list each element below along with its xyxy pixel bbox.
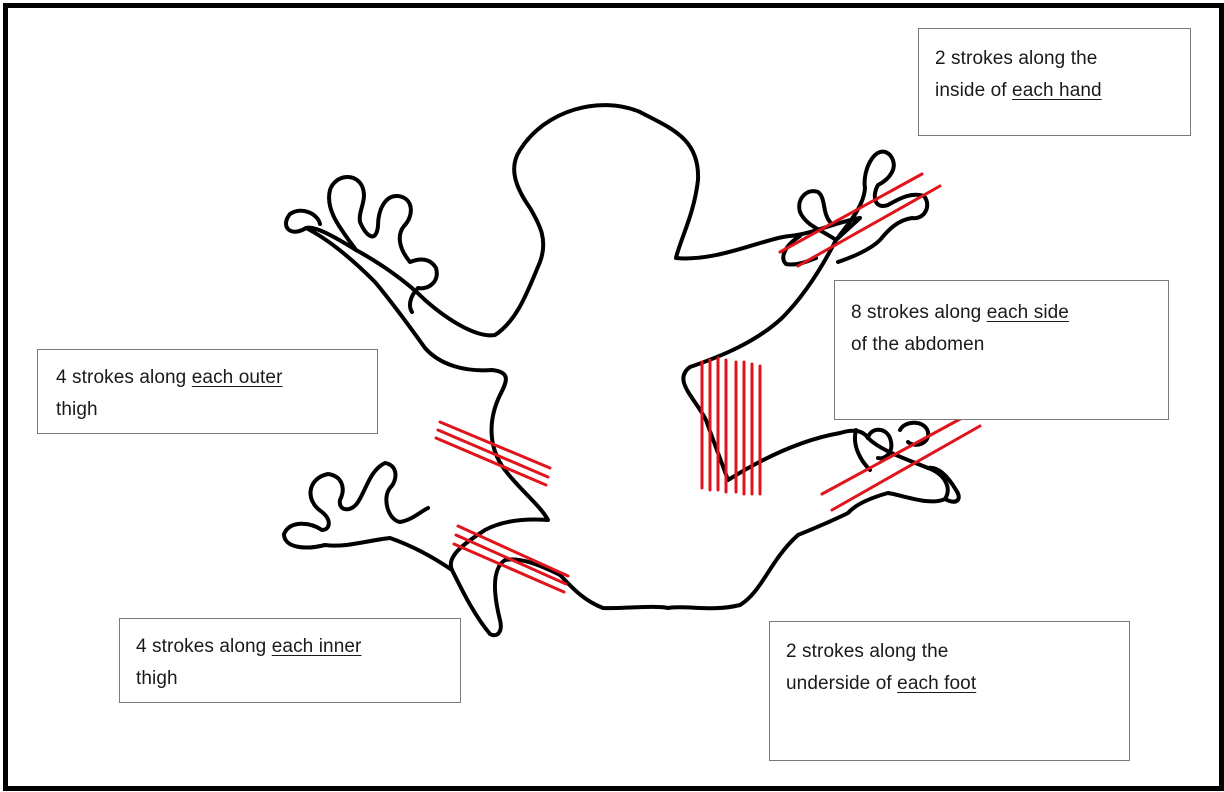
label-outer-thigh-emphasis: each outer: [192, 367, 283, 388]
label-outer-thigh-prefix: 4 strokes along: [56, 367, 192, 388]
outer-thigh-stroke-3: [436, 438, 546, 485]
inner-thigh-stroke-2: [456, 535, 566, 584]
foot-stroke-1: [822, 418, 962, 494]
label-outer-thigh-line1: 4 strokes along each outer: [56, 362, 361, 394]
label-inner-thigh: 4 strokes along each inner thigh: [119, 618, 461, 703]
label-foot-prefix: underside of: [786, 673, 897, 694]
label-abdomen-line2: of the abdomen: [851, 329, 1152, 361]
label-outer-thigh: 4 strokes along each outer thigh: [37, 349, 378, 434]
label-hand-line1: 2 strokes along the: [935, 43, 1174, 75]
label-foot-emphasis: each foot: [897, 673, 976, 694]
label-inner-thigh-line1: 4 strokes along each inner: [136, 631, 444, 663]
label-inner-thigh-line2: thigh: [136, 663, 444, 695]
label-hand-line2: inside of each hand: [935, 75, 1174, 107]
label-hand-prefix: inside of: [935, 80, 1012, 101]
left-foot-toes: [284, 463, 452, 570]
hand-stroke-2: [798, 186, 940, 266]
label-abdomen-emphasis: each side: [987, 302, 1069, 323]
label-inner-thigh-emphasis: each inner: [272, 636, 362, 657]
label-abdomen-line1: 8 strokes along each side: [851, 297, 1152, 329]
outer-thigh-stroke-1: [440, 422, 550, 468]
right-hand-fingers: [783, 152, 927, 265]
label-inner-thigh-prefix: 4 strokes along: [136, 636, 272, 657]
label-hand: 2 strokes along the inside of each hand: [918, 28, 1191, 136]
label-foot: 2 strokes along the underside of each fo…: [769, 621, 1130, 761]
label-foot-line1: 2 strokes along the: [786, 636, 1113, 668]
label-abdomen-prefix: 8 strokes along: [851, 302, 987, 323]
label-abdomen: 8 strokes along each side of the abdomen: [834, 280, 1169, 420]
left-hand-fingers: [286, 177, 437, 312]
label-outer-thigh-line2: thigh: [56, 394, 361, 426]
label-foot-line2: underside of each foot: [786, 668, 1113, 700]
label-hand-emphasis: each hand: [1012, 80, 1102, 101]
